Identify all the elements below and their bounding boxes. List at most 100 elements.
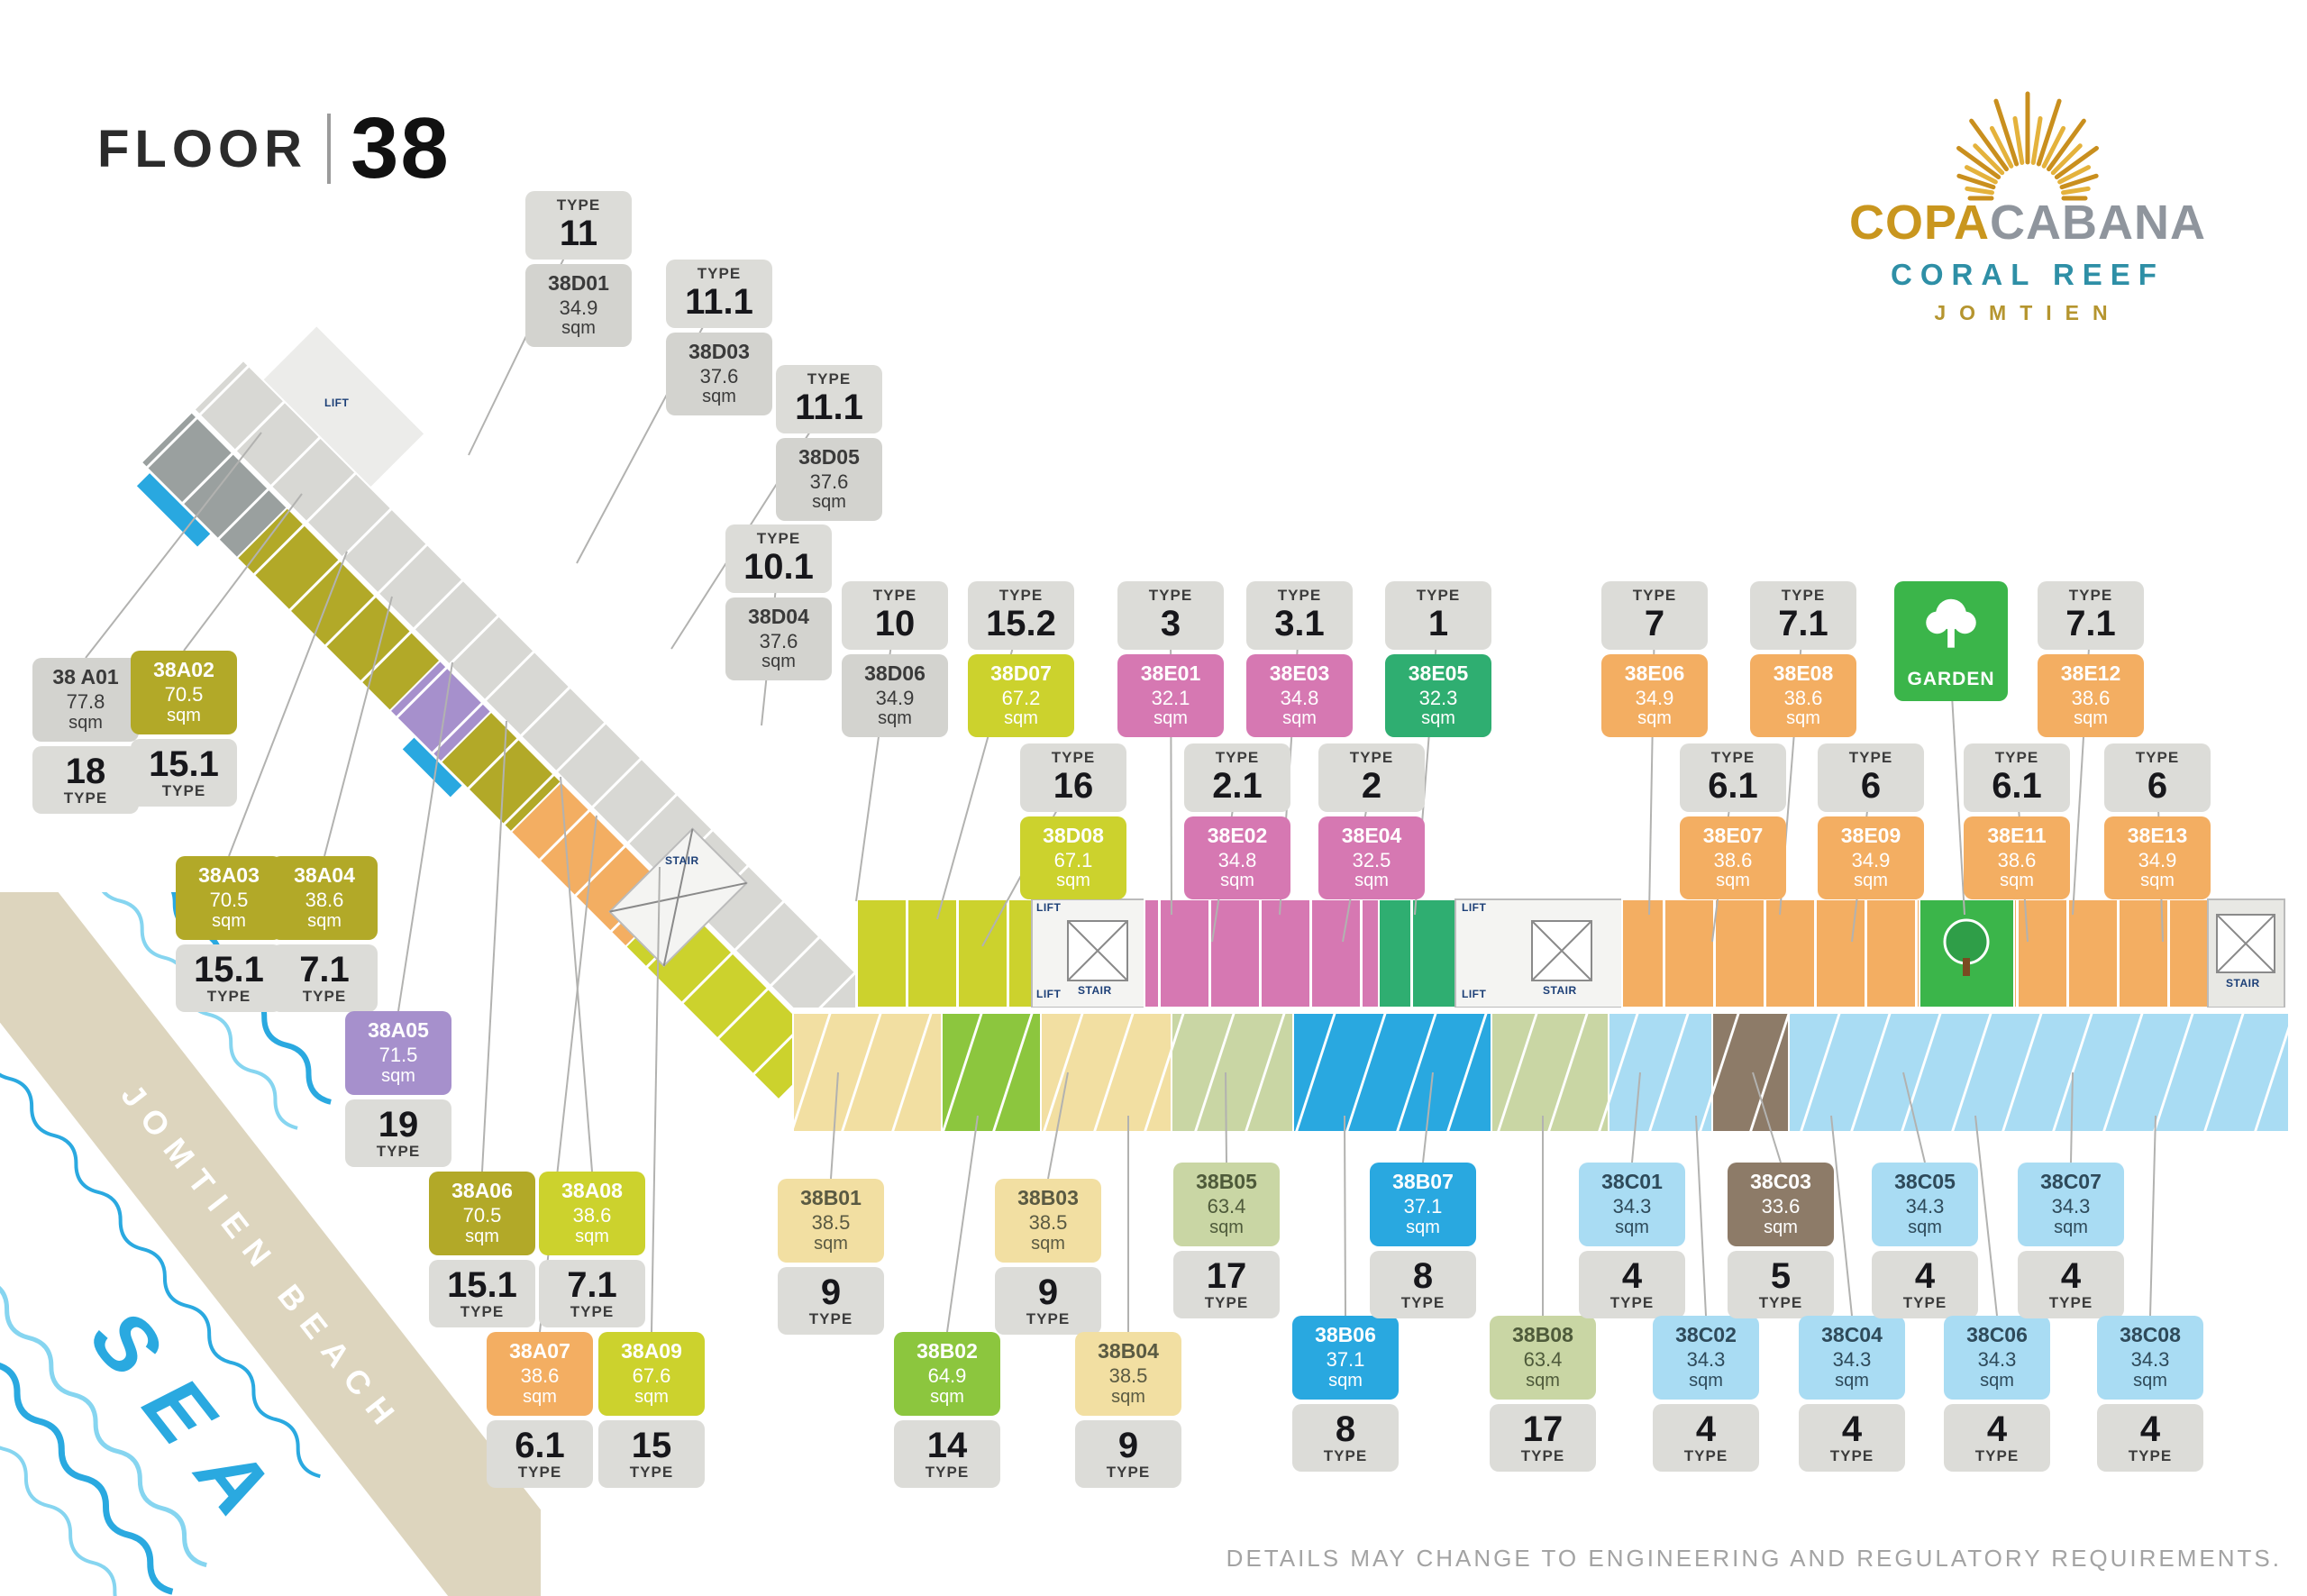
type-number: 10 xyxy=(874,603,916,643)
unit-area: 32.3 xyxy=(1418,686,1458,709)
unit-area-unit: sqm xyxy=(878,708,912,729)
type-word: TYPE xyxy=(1683,1446,1728,1464)
unit-area-unit: sqm xyxy=(2074,708,2108,729)
unit-code: 38E12 xyxy=(2060,661,2121,685)
unit-code: 38E11 xyxy=(1987,823,2047,847)
unit-area: 34.9 xyxy=(1635,686,1674,709)
unit-area: 38.6 xyxy=(1783,686,1823,709)
type-number: 5 xyxy=(1770,1255,1792,1296)
unit-area: 37.1 xyxy=(1403,1195,1443,1218)
type-number: 4 xyxy=(2060,1255,2082,1296)
unit-area-unit: sqm xyxy=(1209,1217,1244,1237)
type-number: 8 xyxy=(1335,1409,1356,1449)
unit-area-unit: sqm xyxy=(1056,871,1090,891)
unit-area-unit: sqm xyxy=(2000,871,2034,891)
unit-area-unit: sqm xyxy=(1835,1370,1869,1391)
leader-line xyxy=(85,432,262,659)
stair-label: STAIR xyxy=(2226,977,2260,990)
unit-code: 38C02 xyxy=(1675,1323,1737,1346)
type-word: TYPE xyxy=(570,1302,615,1320)
leader-line xyxy=(1695,1115,1707,1317)
unit-area: 38.6 xyxy=(305,889,344,912)
unit-code: 38D06 xyxy=(864,661,926,685)
leader-line xyxy=(830,1072,839,1180)
unit-area-unit: sqm xyxy=(812,492,846,513)
unit-area-unit: sqm xyxy=(307,910,342,931)
type-number: 4 xyxy=(1841,1409,1863,1449)
unit-area-unit: sqm xyxy=(561,318,596,339)
unit-area: 32.1 xyxy=(1151,686,1190,709)
unit-area-unit: sqm xyxy=(1282,708,1317,729)
unit-code: 38C01 xyxy=(1601,1170,1663,1193)
type-word: TYPE xyxy=(872,587,917,604)
type-number: 8 xyxy=(1412,1255,1434,1296)
unit-area: 37.6 xyxy=(699,364,739,388)
type-number: 19 xyxy=(378,1104,419,1145)
unit-area: 34.8 xyxy=(1280,686,1319,709)
type-word: TYPE xyxy=(1106,1463,1151,1481)
type-word: TYPE xyxy=(1416,587,1461,604)
type-number: 6 xyxy=(2147,765,2168,806)
leader-line xyxy=(481,720,507,1172)
unit-area-unit: sqm xyxy=(1764,1217,1798,1237)
type-word: TYPE xyxy=(161,781,206,799)
type-word: TYPE xyxy=(1710,749,1755,766)
type-word: TYPE xyxy=(756,530,801,547)
unit-code: 38E08 xyxy=(1773,661,1834,685)
type-number: 15.1 xyxy=(149,743,219,784)
leader-line xyxy=(324,596,393,857)
leader-line xyxy=(1830,1115,1853,1317)
unit-code: 38C07 xyxy=(2040,1170,2102,1193)
unit-area-unit: sqm xyxy=(814,1233,848,1254)
unit-area: 34.8 xyxy=(1217,848,1257,871)
unit-area-unit: sqm xyxy=(1220,871,1254,891)
type-number: 15.2 xyxy=(986,603,1056,643)
unit-area-unit: sqm xyxy=(2140,871,2175,891)
unit-area-unit: sqm xyxy=(167,705,201,725)
type-word: TYPE xyxy=(1994,749,2039,766)
unit-code: 38C06 xyxy=(1966,1323,2028,1346)
type-word: TYPE xyxy=(1204,1293,1249,1311)
unit-code: 38B05 xyxy=(1196,1170,1257,1193)
unit-area-unit: sqm xyxy=(1854,871,1888,891)
type-word: TYPE xyxy=(1323,1446,1368,1464)
unit-code: 38E06 xyxy=(1624,661,1685,685)
unit-code: 38B04 xyxy=(1098,1339,1159,1363)
page-title: FLOOR 38 xyxy=(97,99,451,198)
unit-area-unit: sqm xyxy=(1004,708,1038,729)
sun-rays-icon xyxy=(1956,91,2100,201)
